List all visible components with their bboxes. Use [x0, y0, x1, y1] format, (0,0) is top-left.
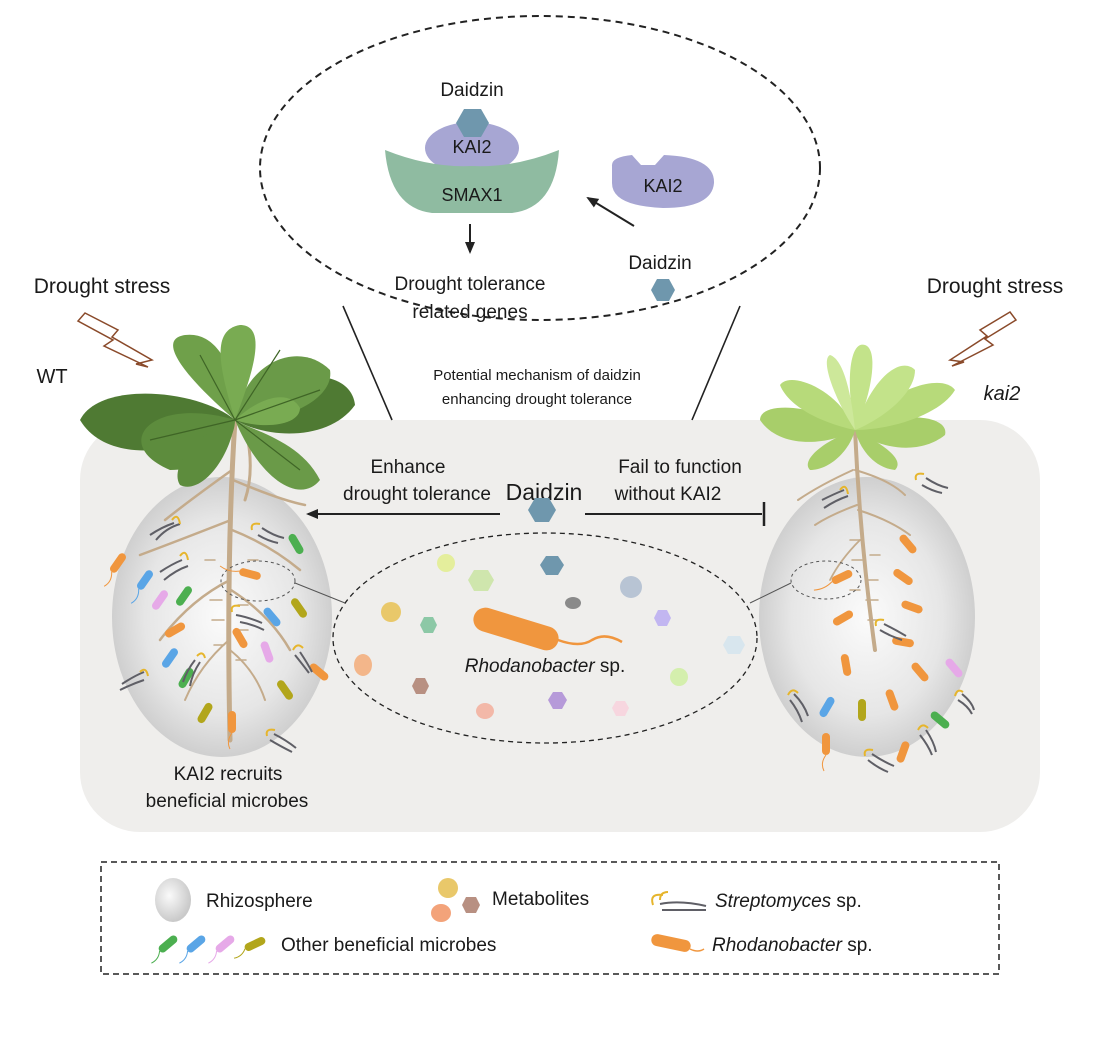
legend-metabolite-circle-icon [438, 878, 458, 898]
daidzin-center-hexagon-icon [528, 498, 556, 522]
kai2-bound-protein [425, 122, 519, 174]
kai2-bound-label: KAI2 [452, 137, 491, 157]
genes-label-line1: Drought tolerance [394, 274, 545, 295]
enhance-label-line2: drought tolerance [343, 484, 491, 505]
legend-streptomyces-label: Streptomyces sp. [715, 891, 862, 912]
wt-rhizosphere [112, 477, 332, 757]
daidzin-bound-hexagon-icon [456, 109, 489, 137]
kai2-rosette [760, 344, 955, 470]
wt-rosette [80, 325, 355, 490]
legend-box [100, 861, 1000, 975]
legend-rhizosphere-ellipse-icon [155, 878, 191, 922]
mechanism-oval [259, 15, 821, 321]
caption-line2: enhancing drought tolerance [442, 391, 632, 408]
binding-arrow [586, 196, 635, 227]
zoom-link-right [749, 582, 792, 604]
wt-label: WT [36, 366, 67, 388]
wt-zoom-spot [220, 560, 296, 602]
daidzin-top-label: Daidzin [440, 80, 503, 101]
legend-metabolite-oval-icon [431, 904, 451, 922]
wt-bottom-label-line1: KAI2 recruits [174, 764, 283, 785]
left-lightning-icon [76, 312, 154, 368]
legend-metabolite-hexagon-icon [462, 897, 480, 913]
kai2-rhizosphere [759, 477, 975, 757]
legend-rhodanobacter-label: Rhodanobacter sp. [712, 935, 873, 956]
left-drought-label: Drought stress [34, 275, 171, 298]
kai2-microbes [813, 533, 965, 772]
smax1-label: SMAX1 [441, 185, 502, 205]
zoom-link-left [294, 582, 346, 604]
callout-line-right [691, 305, 741, 421]
kai2-zoom-spot [790, 560, 862, 600]
kai2-free-label: KAI2 [643, 176, 682, 196]
zoom-oval [332, 532, 758, 744]
wt-bottom-label-line2: beneficial microbes [146, 791, 309, 812]
daidzin-free-hexagon-icon [651, 279, 675, 301]
callout-line-left [342, 305, 393, 421]
rhodanobacter-zoom-bacterium-icon [473, 607, 623, 651]
legend-rhodanobacter-bacterium-icon [651, 934, 705, 952]
fail-label-line2: without KAI2 [614, 484, 722, 505]
wt-microbes [103, 532, 330, 750]
legend-rhizosphere-label: Rhizosphere [206, 891, 313, 912]
daidzin-free-label: Daidzin [628, 253, 691, 274]
right-drought-label: Drought stress [927, 275, 1064, 298]
kai2-streptomyces [787, 472, 975, 773]
wt-streptomyces [119, 515, 313, 753]
legend-other-microbes-label: Other beneficial microbes [281, 935, 496, 956]
genes-label-line2: related genes [412, 302, 527, 323]
kai2-roots [797, 428, 911, 652]
kai2-mutant-label: kai2 [984, 383, 1021, 405]
legend-streptomyces-filament-icon [651, 891, 707, 912]
legend-other-microbes-icon [151, 933, 267, 964]
kai2-free-protein [611, 155, 715, 208]
enhance-label-line1: Enhance [370, 457, 445, 478]
right-lightning-icon [947, 311, 1018, 367]
fail-label-line1: Fail to function [618, 457, 742, 478]
caption-line1: Potential mechanism of daidzin [433, 367, 641, 384]
metabolites-cluster [354, 554, 745, 719]
rhodanobacter-zoom-label: Rhodanobacter sp. [465, 656, 626, 677]
legend-metabolites-label: Metabolites [492, 889, 589, 910]
smax1-protein [385, 150, 559, 213]
